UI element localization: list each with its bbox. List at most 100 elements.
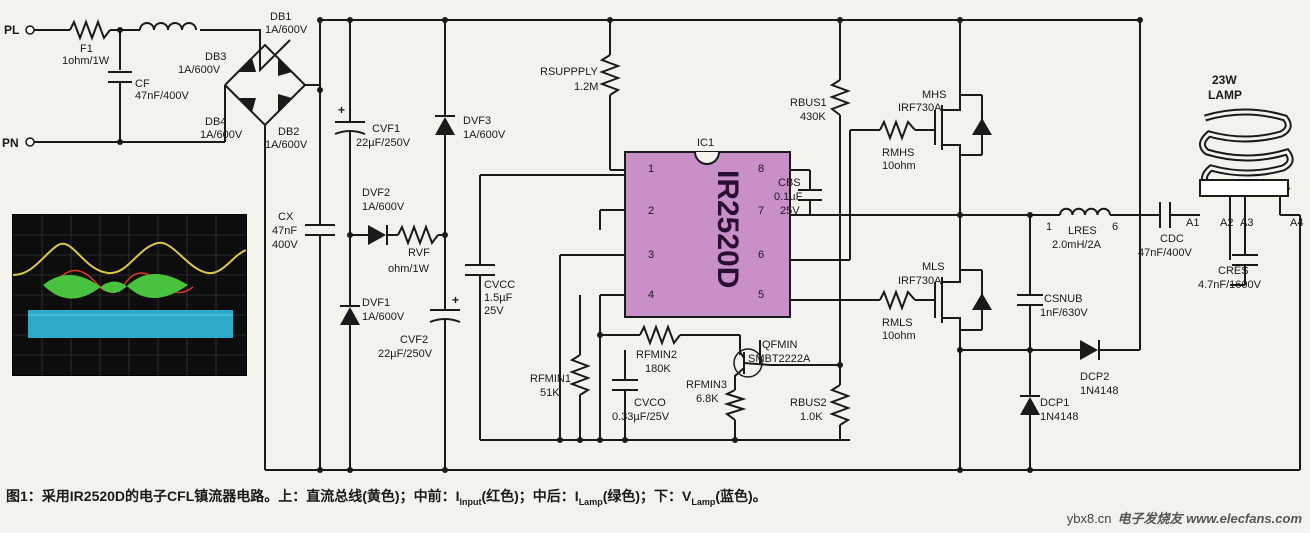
svg-text:+: + (452, 293, 459, 307)
dcp1-value: 1N4148 (1040, 411, 1079, 423)
mls-value: IRF730A (898, 275, 942, 287)
inductor-input (139, 22, 197, 31)
rmhs-value: 10ohm (882, 160, 916, 172)
caption-i-input: I (455, 488, 460, 504)
node-pn: PN (2, 136, 19, 150)
cdc-name: CDC (1160, 233, 1184, 245)
dvf3-name: DVF3 (463, 115, 491, 127)
rvf-value: ohm/1W (388, 263, 430, 275)
dcp1-name: DCP1 (1040, 397, 1069, 409)
dvf1-name: DVF1 (362, 297, 390, 309)
caption-suffix: (蓝色)。 (715, 488, 767, 504)
watermark: ybx8.cn 电子发烧友 www.elecfans.com (1067, 508, 1302, 527)
f1-name: F1 (80, 43, 93, 55)
lamp-power: 23W (1212, 73, 1237, 87)
capacitor-cvco (612, 379, 638, 391)
caption-i-input-sub: Input (459, 496, 482, 507)
mosfet-mls (934, 269, 992, 331)
cbs-value-2: 25V (780, 205, 800, 217)
rvf-name: RVF (408, 247, 430, 259)
diode-dvf1 (340, 305, 360, 325)
caption-i-lamp-sub: Lamp (578, 496, 603, 507)
dvf3-value: 1A/600V (463, 129, 506, 141)
capacitor-cx (305, 224, 335, 236)
cres-name: CRES (1218, 265, 1249, 277)
cvco-name: CVCO (634, 397, 666, 409)
db4-value: 1A/600V (200, 129, 243, 141)
rmls-name: RMLS (882, 317, 913, 329)
rbus2-value: 1.0K (800, 411, 823, 423)
lamp-pin-a3: A3 (1240, 217, 1253, 229)
db3-name: DB3 (205, 51, 226, 63)
cvcc-value-2: 25V (484, 305, 504, 317)
lres-name: LRES (1068, 225, 1097, 237)
capacitor-cvcc (465, 264, 495, 276)
diode-dcp1 (1020, 395, 1040, 415)
rbus1-value: 430K (800, 111, 826, 123)
cx-value-1: 47nF (272, 225, 297, 237)
ic-pin-5: 5 (758, 289, 764, 301)
qfmin-name: QFMIN (762, 339, 797, 351)
caption-mid-2: (绿色)；下： (602, 488, 683, 504)
lres-value: 2.0mH/2A (1052, 239, 1102, 251)
lres-pin-6: 6 (1112, 221, 1118, 233)
watermark-brand: 电子发烧友 www.elecfans.com (1117, 511, 1302, 526)
watermark-site: ybx8.cn (1066, 511, 1112, 526)
cbs-value-1: 0.1µF (774, 191, 803, 203)
ic-ir2520d: IR2520D (624, 151, 791, 318)
resistor-rbus2 (829, 384, 851, 426)
caption-prefix: 图1：采用IR2520D的电子CFL镇流器电路。上：直流总线(黄色)；中前： (6, 488, 456, 504)
caption-mid-1: (红色)；中后： (481, 488, 575, 504)
ic-pin-8: 8 (758, 163, 764, 175)
resistor-rfmin1 (569, 354, 591, 396)
lamp-pin-a2: A2 (1220, 217, 1233, 229)
f1-value: 1ohm/1W (62, 55, 110, 67)
dvf1-value: 1A/600V (362, 311, 405, 323)
csnub-name: CSNUB (1044, 293, 1083, 305)
db4-name: DB4 (205, 116, 226, 128)
oscilloscope-capture (12, 214, 247, 376)
db3-value: 1A/600V (178, 64, 221, 76)
rmhs-name: RMHS (882, 147, 914, 159)
resistor-rfmin3 (723, 389, 747, 421)
figure-caption: 图1：采用IR2520D的电子CFL镇流器电路。上：直流总线(黄色)；中前：II… (6, 486, 1006, 507)
ic-pin-4: 4 (648, 289, 654, 301)
capacitor-csnub (1017, 294, 1043, 306)
csnub-value: 1nF/630V (1040, 307, 1088, 319)
resistor-rvf (397, 224, 439, 246)
dvf2-value: 1A/600V (362, 201, 405, 213)
db2-name: DB2 (278, 126, 299, 138)
capacitor-cbs (798, 189, 822, 201)
ic1-name: IC1 (697, 137, 714, 149)
cvf1-value: 22µF/250V (356, 137, 411, 149)
dcp2-name: DCP2 (1080, 371, 1109, 383)
cvf1-name: CVF1 (372, 123, 400, 135)
rsupply-value: 1.2M (574, 81, 598, 93)
rbus2-name: RBUS2 (790, 397, 827, 409)
ic-pin-2: 2 (648, 205, 654, 217)
db2-value: 1A/600V (265, 139, 308, 151)
rfmin1-value: 51K (540, 387, 560, 399)
resistor-rmhs (879, 119, 916, 141)
capacitor-cvf2: + (429, 293, 461, 323)
capacitor-cdc (1159, 202, 1171, 228)
resistor-rmls (879, 289, 916, 311)
caption-v-lamp-sub: Lamp (691, 496, 716, 507)
cf-name: CF (135, 78, 150, 90)
cvco-value: 0.33µF/25V (612, 411, 670, 423)
diode-dcp2 (1080, 340, 1100, 360)
rfmin1-name: RFMIN1 (530, 373, 571, 385)
cx-name: CX (278, 211, 294, 223)
rmls-value: 10ohm (882, 330, 916, 342)
mls-name: MLS (922, 261, 945, 273)
rfmin3-value: 6.8K (696, 393, 719, 405)
rfmin3-name: RFMIN3 (686, 379, 727, 391)
inductor-lres (1059, 207, 1111, 216)
ic-pin-1: 1 (648, 163, 654, 175)
caption-v-lamp: V (682, 488, 692, 504)
diode-bridge (238, 58, 292, 112)
lres-pin-1: 1 (1046, 221, 1052, 233)
rsupply-name: RSUPPPLY (540, 66, 599, 78)
db1-value: 1A/600V (265, 24, 308, 36)
dcp2-value: 1N4148 (1080, 385, 1119, 397)
